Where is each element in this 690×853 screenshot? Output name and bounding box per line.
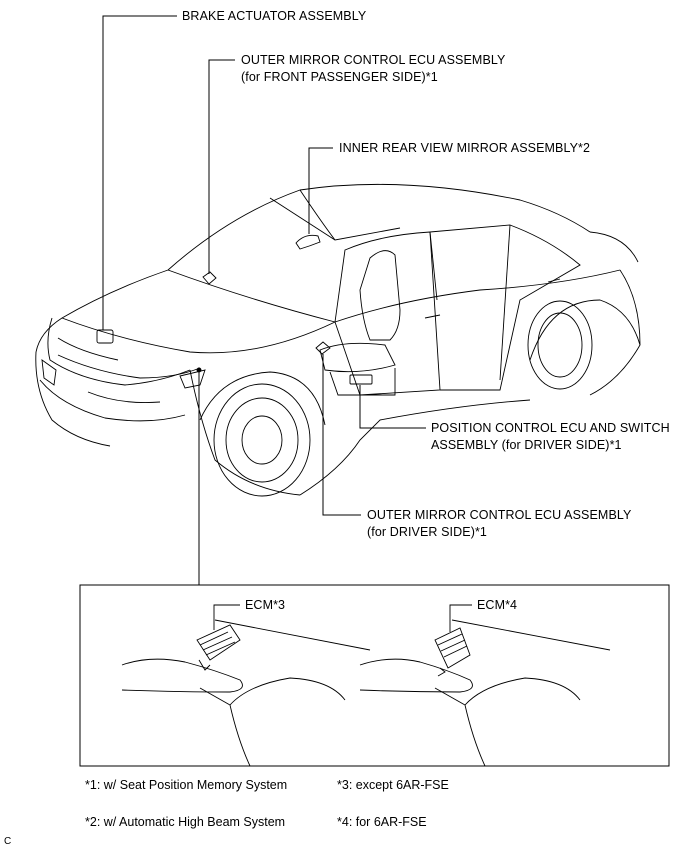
corner-code: C: [4, 836, 12, 847]
ecm-left-label: ECM*3: [245, 598, 286, 612]
ecm-right-inset: [359, 604, 611, 767]
ecm-location-dot: [196, 367, 202, 373]
footnote-4: *4: for 6AR-FSE: [337, 815, 427, 829]
outer-mirror-passenger-icon: [202, 271, 217, 285]
inner-rear-view-mirror-label: INNER REAR VIEW MIRROR ASSEMBLY*2: [339, 141, 591, 155]
outer-mirror-passenger-label-line1: OUTER MIRROR CONTROL ECU ASSEMBLY: [241, 53, 506, 67]
outer-mirror-passenger-label-line2: (for FRONT PASSENGER SIDE)*1: [241, 70, 438, 84]
position-control-label-line1: POSITION CONTROL ECU AND SWITCH: [431, 421, 670, 435]
ecm-right-label: ECM*4: [477, 598, 518, 612]
footnote-2: *2: w/ Automatic High Beam System: [85, 815, 286, 829]
outer-mirror-driver-label-line2: (for DRIVER SIDE)*1: [367, 525, 487, 539]
ecm-inset-frame: [79, 584, 670, 767]
inner-mirror-icon: [295, 234, 321, 250]
part-markers: [96, 234, 373, 385]
ecm-left-inset: [121, 604, 371, 767]
footnote-3: *3: except 6AR-FSE: [337, 778, 449, 792]
brake-actuator-icon: [96, 329, 114, 344]
leader-lines: [102, 15, 426, 585]
outer-mirror-driver-label-line1: OUTER MIRROR CONTROL ECU ASSEMBLY: [367, 508, 632, 522]
car-outline: [35, 183, 641, 497]
position-control-label-line2: ASSEMBLY (for DRIVER SIDE)*1: [431, 438, 622, 452]
outer-mirror-driver-icon: [315, 341, 331, 355]
brake-actuator-label: BRAKE ACTUATOR ASSEMBLY: [182, 9, 367, 23]
footnote-1: *1: w/ Seat Position Memory System: [85, 778, 288, 792]
position-control-switch-icon: [349, 374, 373, 385]
